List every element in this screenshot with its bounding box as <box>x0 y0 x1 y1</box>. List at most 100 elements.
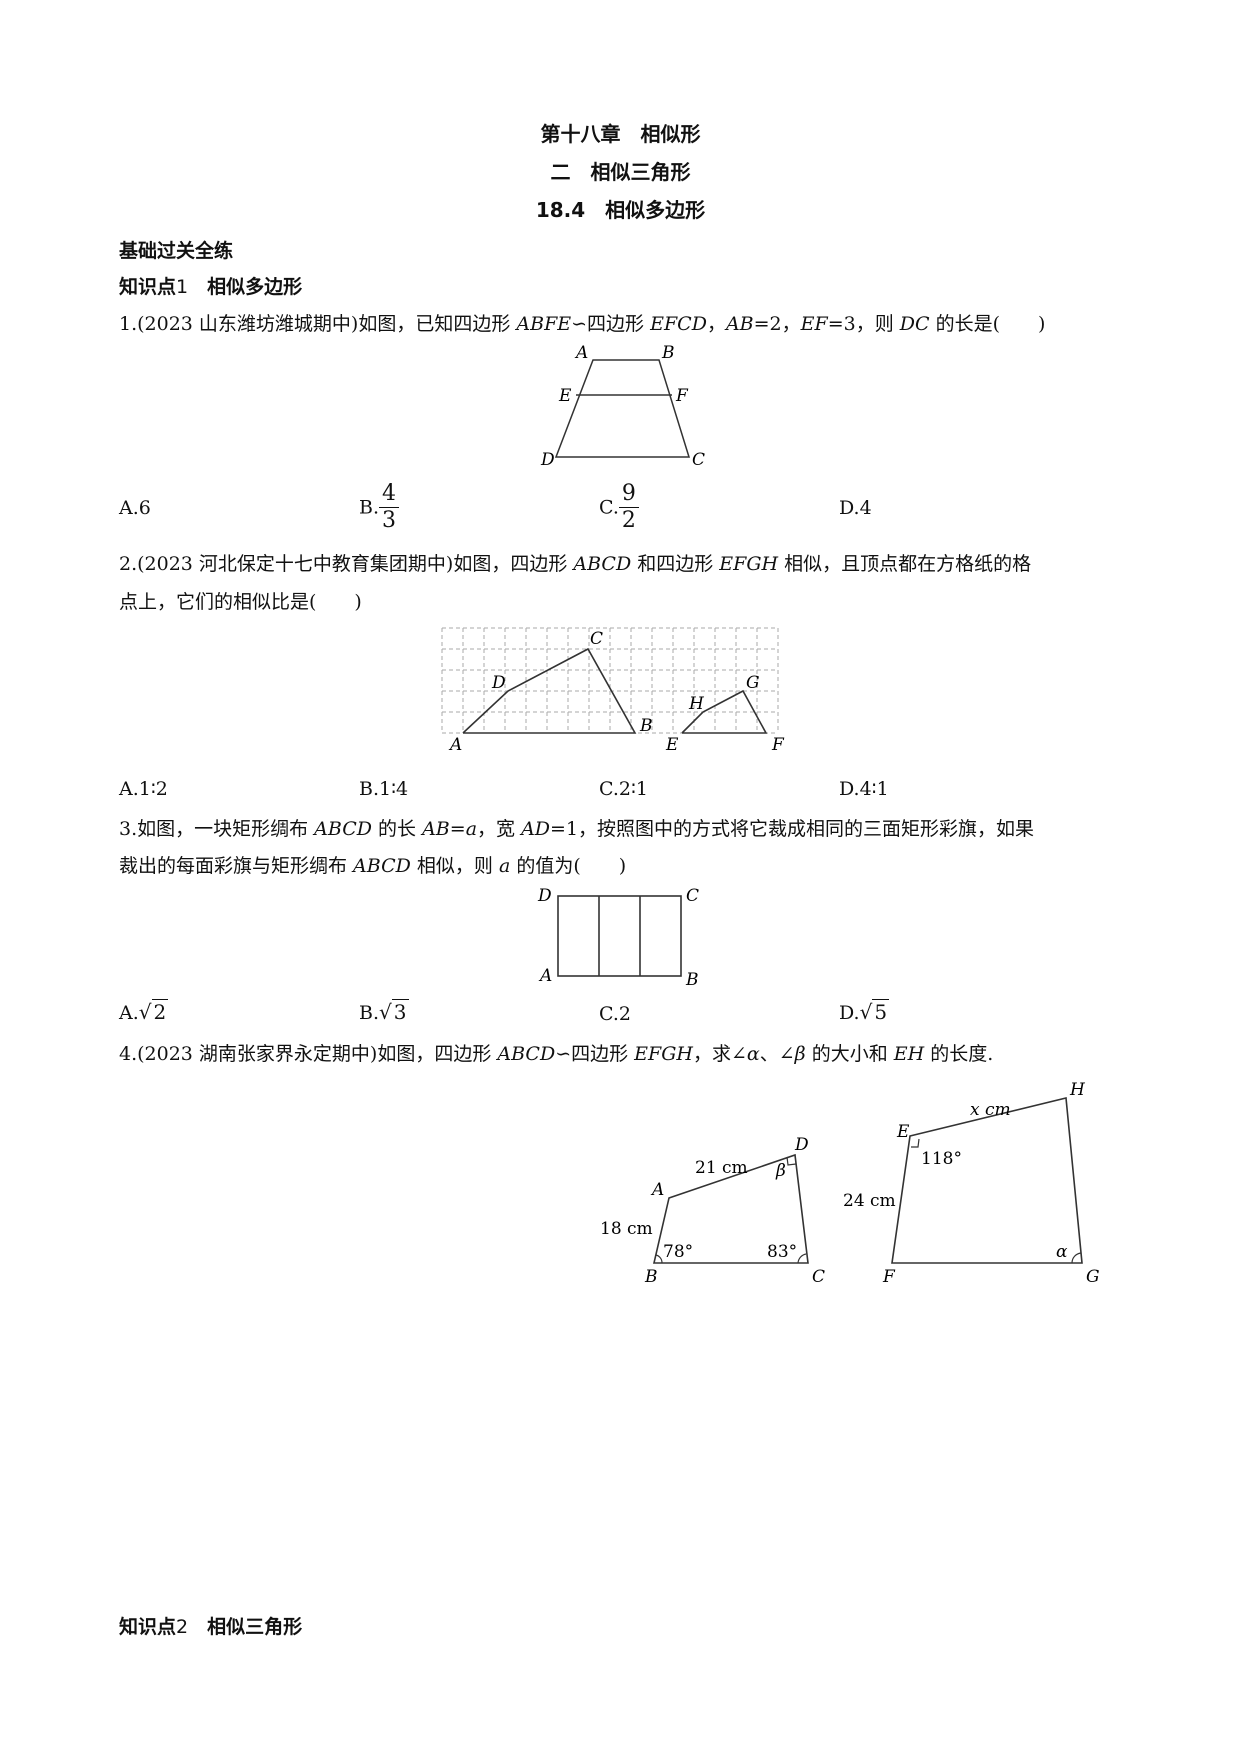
q3-label-d: D <box>537 886 552 906</box>
q4-label-e: E <box>896 1122 910 1142</box>
q2-label-h: H <box>688 694 705 714</box>
q3-option-a-sqrt: √2 <box>138 999 169 1024</box>
q1-label-c: C <box>692 450 705 470</box>
q1-trapezoid-outline <box>554 359 691 458</box>
q1-option-b-prefix: B. <box>359 496 380 519</box>
q1-sep: ， <box>706 313 726 335</box>
q2-label-g: G <box>746 673 760 693</box>
q3-option-d-sqrt: √5 <box>859 999 890 1024</box>
q1-prefix: 1.(2023 山东潍坊潍城期中)如图，已知四边形 <box>119 313 517 335</box>
q2-option-b[interactable]: B.1∶4 <box>359 778 409 800</box>
q1-option-d[interactable]: D.4 <box>839 497 872 519</box>
q4-label-angle-b: 78° <box>663 1242 693 1262</box>
q3-option-b[interactable]: B.√3 <box>359 999 409 1024</box>
q2-text-line1: 2.(2023 河北保定十七中教育集团期中)如图，四边形 ABCD 和四边形 E… <box>119 553 1032 575</box>
q2-label-b: B <box>639 716 653 736</box>
q4-label-d: D <box>794 1135 809 1155</box>
q1-shape1: ABFE <box>516 313 572 335</box>
q4-angle-b-arc <box>655 1254 663 1264</box>
q2-figure-grid: A B C D E F G H <box>441 627 785 755</box>
q1-suffix: 的长是( ) <box>929 313 1046 335</box>
q3-label-b: B <box>685 970 699 990</box>
q4-angle-d-mark <box>786 1156 797 1166</box>
q2-text-line2: 点上，它们的相似比是( ) <box>119 591 362 613</box>
q3-label-c: C <box>686 886 699 906</box>
q3-rect-abcd <box>557 895 682 977</box>
q1-label-a: A <box>574 345 588 363</box>
chapter-title: 第十八章 相似形 <box>540 122 701 146</box>
q2-label-a: A <box>448 735 462 755</box>
q1-shape2: EFCD <box>650 313 707 335</box>
q4-label-ab-length: 18 cm <box>600 1219 653 1239</box>
q4-label-a: A <box>650 1180 664 1200</box>
kp2-num: 2 <box>176 1616 189 1638</box>
q2-option-a[interactable]: A.1∶2 <box>119 778 168 800</box>
q4-angle-e-mark <box>911 1138 920 1148</box>
q1-label-f: F <box>675 386 689 406</box>
q3-option-a[interactable]: A.√2 <box>119 999 169 1024</box>
q4-label-c: C <box>812 1267 825 1287</box>
q4-label-angle-e: 118° <box>921 1149 962 1169</box>
knowledge-point-1: 知识点1 相似多边形 <box>119 272 302 299</box>
q1-text: 1.(2023 山东潍坊潍城期中)如图，已知四边形 ABFE∽四边形 EFCD，… <box>119 310 1045 338</box>
q4-label-beta: β <box>775 1161 786 1181</box>
q4-label-ad-length: 21 cm <box>695 1158 748 1178</box>
q4-label-b: B <box>644 1267 658 1287</box>
q1-seg-ef: EF <box>800 313 828 335</box>
kp2-label: 知识点 <box>119 1616 177 1638</box>
knowledge-point-2: 知识点2 相似三角形 <box>119 1612 302 1639</box>
q1-eq1: =2， <box>753 313 801 335</box>
q4-label-angle-c: 83° <box>767 1242 797 1262</box>
subsection-title: 18.4 相似多边形 <box>535 198 706 222</box>
q3-option-b-sqrt: √3 <box>379 999 409 1024</box>
q4-label-ef-length: 24 cm <box>843 1191 896 1211</box>
q3-text-line2: 裁出的每面彩旗与矩形绸布 ABCD 相似，则 a 的值为( ) <box>119 855 627 877</box>
q2-grid-lines <box>441 627 779 734</box>
q2-quad-abcd <box>462 647 637 734</box>
q2-shape2: EFGH <box>719 553 779 575</box>
q4-label-eh-length: x cm <box>970 1100 1011 1120</box>
q4-text: 4.(2023 湖南张家界永定期中)如图，四边形 ABCD∽四边形 EFGH，求… <box>119 1043 994 1065</box>
q4-quad-abcd <box>652 1153 809 1264</box>
q4-label-f: F <box>882 1267 896 1287</box>
q3-option-d[interactable]: D.√5 <box>839 999 890 1024</box>
q1-label-d: D <box>540 450 555 470</box>
exercise-group-heading: 基础过关全练 <box>119 240 234 262</box>
q4-quad-efgh <box>891 1097 1083 1264</box>
q2-label-e: E <box>665 735 679 755</box>
q4-label-g: G <box>1086 1267 1100 1287</box>
q2-label-d: D <box>491 673 506 693</box>
kp2-name: 相似三角形 <box>207 1616 303 1638</box>
q4-angle-g-arc <box>1071 1252 1082 1264</box>
q2-quad-efgh <box>681 689 768 734</box>
q1-sim: ∽四边形 <box>571 313 651 335</box>
q2-shape1: ABCD <box>573 553 632 575</box>
q1-figure-trapezoid: A B E F D C <box>540 345 705 470</box>
q3-option-c[interactable]: C.2 <box>599 1003 631 1025</box>
q2-option-c[interactable]: C.2∶1 <box>599 778 649 800</box>
q1-label-e: E <box>558 386 572 406</box>
q2-label-c: C <box>590 629 603 649</box>
q3-text-line1: 3.如图，一块矩形绸布 ABCD 的长 AB=a，宽 AD=1，按照图中的方式将… <box>119 818 1035 840</box>
q3-label-a: A <box>538 966 552 986</box>
q2-label-f: F <box>771 735 785 755</box>
q1-seg-ab: AB <box>725 313 754 335</box>
q2-option-d[interactable]: D.4∶1 <box>839 778 889 800</box>
kp1-num: 1 <box>176 276 189 298</box>
q1-option-a[interactable]: A.6 <box>119 497 151 519</box>
q4-label-h: H <box>1069 1080 1086 1100</box>
q1-seg-dc: DC <box>899 313 930 335</box>
q1-eq2: =3，则 <box>827 313 900 335</box>
kp1-label: 知识点 <box>119 276 177 298</box>
q4-angle-c-arc <box>797 1253 807 1264</box>
q1-option-c-prefix: C. <box>599 496 619 519</box>
section-title: 二 相似三角形 <box>550 160 691 184</box>
q4-figure-quadrilaterals: A B C D 21 cm 18 cm 78° 83° β E F G H x … <box>600 1080 1100 1287</box>
q3-figure-rectangle: D C A B <box>537 886 699 990</box>
q4-label-alpha: α <box>1056 1242 1068 1262</box>
